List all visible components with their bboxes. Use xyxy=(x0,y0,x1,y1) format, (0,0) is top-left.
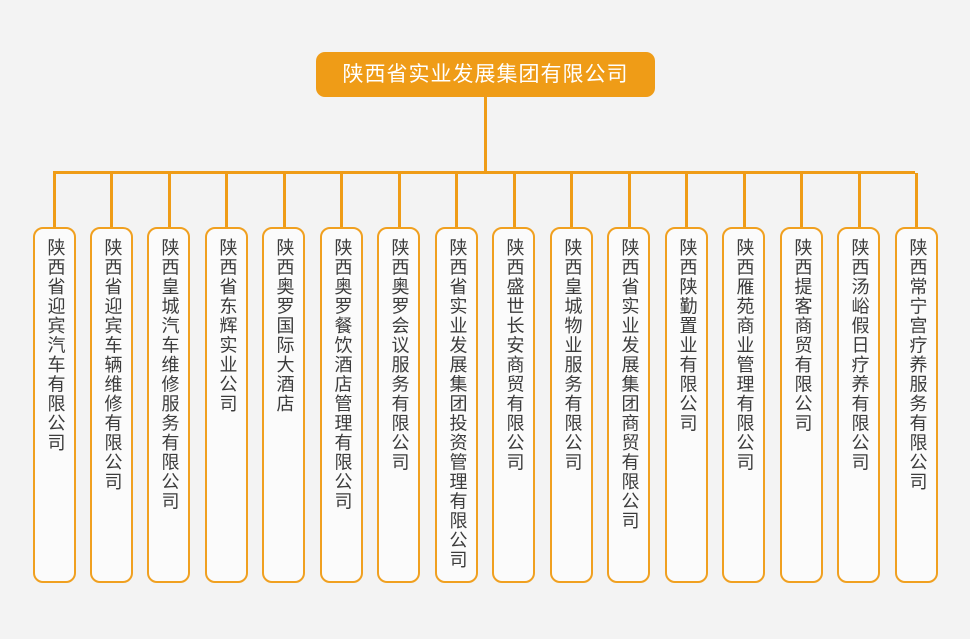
drop-stem-connector xyxy=(168,173,171,228)
child-node-label: 陕西省实业发展集团商贸有限公司 xyxy=(618,238,640,531)
child-node[interactable]: 陕西奥罗会议服务有限公司 xyxy=(377,227,420,583)
child-node[interactable]: 陕西雁苑商业管理有限公司 xyxy=(722,227,765,583)
child-node[interactable]: 陕西陕勤置业有限公司 xyxy=(665,227,708,583)
drop-stem-connector xyxy=(283,173,286,228)
child-node-label: 陕西奥罗会议服务有限公司 xyxy=(388,238,410,472)
child-node[interactable]: 陕西皇城物业服务有限公司 xyxy=(550,227,593,583)
child-node[interactable]: 陕西提客商贸有限公司 xyxy=(780,227,823,583)
child-node-label: 陕西奥罗餐饮酒店管理有限公司 xyxy=(331,238,353,511)
child-node-label: 陕西皇城汽车维修服务有限公司 xyxy=(158,238,180,511)
child-node-label: 陕西盛世长安商贸有限公司 xyxy=(503,238,525,472)
drop-stem-connector xyxy=(915,173,918,228)
child-node-label: 陕西雁苑商业管理有限公司 xyxy=(733,238,755,472)
child-node-label: 陕西常宁宫疗养服务有限公司 xyxy=(906,238,928,492)
child-node-label: 陕西省东辉实业公司 xyxy=(216,238,238,414)
drop-stem-connector xyxy=(685,173,688,228)
child-node[interactable]: 陕西奥罗餐饮酒店管理有限公司 xyxy=(320,227,363,583)
child-node[interactable]: 陕西汤峪假日疗养有限公司 xyxy=(837,227,880,583)
drop-stem-connector xyxy=(800,173,803,228)
drop-stem-connector xyxy=(743,173,746,228)
drop-stem-connector xyxy=(110,173,113,228)
drop-stem-connector xyxy=(225,173,228,228)
child-node-label: 陕西陕勤置业有限公司 xyxy=(676,238,698,433)
child-node-label: 陕西汤峪假日疗养有限公司 xyxy=(848,238,870,472)
trunk-horizontal-connector xyxy=(53,171,915,174)
child-node-label: 陕西省实业发展集团投资管理有限公司 xyxy=(446,238,468,570)
child-node[interactable]: 陕西常宁宫疗养服务有限公司 xyxy=(895,227,938,583)
root-node-label: 陕西省实业发展集团有限公司 xyxy=(342,62,629,86)
drop-stem-connector xyxy=(398,173,401,228)
child-node-label: 陕西省迎宾汽车有限公司 xyxy=(44,238,66,453)
child-node-label: 陕西提客商贸有限公司 xyxy=(791,238,813,433)
trunk-stem-connector xyxy=(484,96,487,173)
child-node[interactable]: 陕西奥罗国际大酒店 xyxy=(262,227,305,583)
child-node-label: 陕西奥罗国际大酒店 xyxy=(273,238,295,414)
root-node[interactable]: 陕西省实业发展集团有限公司 xyxy=(316,52,655,97)
child-node[interactable]: 陕西盛世长安商贸有限公司 xyxy=(492,227,535,583)
child-node[interactable]: 陕西省实业发展集团投资管理有限公司 xyxy=(435,227,478,583)
drop-stem-connector xyxy=(513,173,516,228)
drop-stem-connector xyxy=(455,173,458,228)
child-node-label: 陕西皇城物业服务有限公司 xyxy=(561,238,583,472)
child-node[interactable]: 陕西省迎宾汽车有限公司 xyxy=(33,227,76,583)
drop-stem-connector xyxy=(53,173,56,228)
child-node-label: 陕西省迎宾车辆维修有限公司 xyxy=(101,238,123,492)
child-node[interactable]: 陕西省东辉实业公司 xyxy=(205,227,248,583)
child-node[interactable]: 陕西省迎宾车辆维修有限公司 xyxy=(90,227,133,583)
child-node[interactable]: 陕西省实业发展集团商贸有限公司 xyxy=(607,227,650,583)
drop-stem-connector xyxy=(858,173,861,228)
drop-stem-connector xyxy=(628,173,631,228)
drop-stem-connector xyxy=(570,173,573,228)
drop-stem-connector xyxy=(340,173,343,228)
child-node[interactable]: 陕西皇城汽车维修服务有限公司 xyxy=(147,227,190,583)
